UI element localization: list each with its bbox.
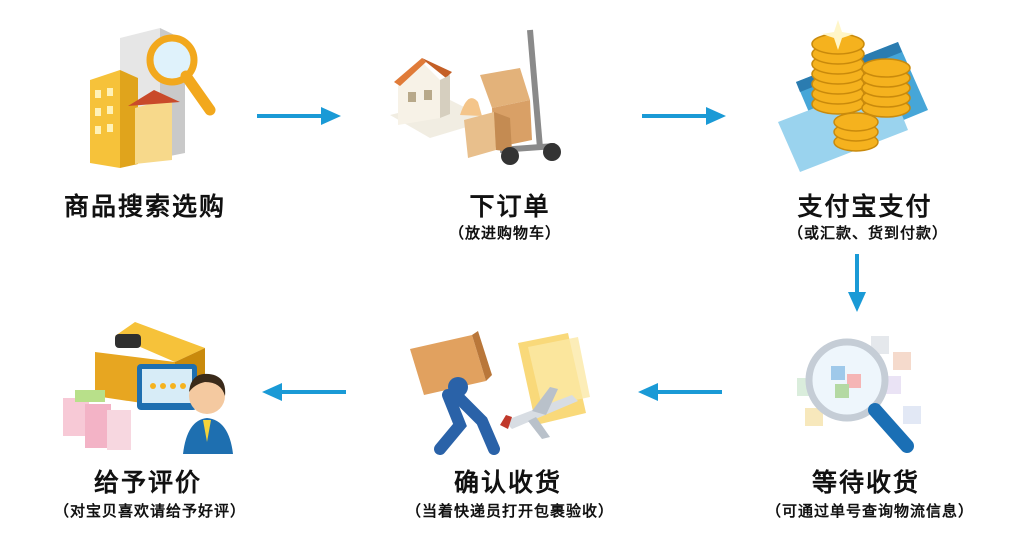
coins-bank-card-icon (778, 20, 928, 172)
step-4-title: 等待收货 (811, 468, 921, 497)
step-1-title: 商品搜索选购 (63, 192, 227, 221)
arrow-right-2 (642, 107, 726, 125)
house-hand-truck-icon (390, 29, 561, 165)
step-6-subtitle: （对宝贝喜欢请给予好评） (53, 502, 247, 520)
step-3-subtitle: （或汇款、货到付款） (787, 224, 949, 242)
step-2-title: 下订单 (469, 192, 551, 221)
arrow-right-1 (257, 107, 341, 125)
step-4-subtitle: （可通过单号查询物流信息） (765, 502, 975, 520)
step-3-title: 支付宝支付 (797, 192, 933, 221)
arrow-down (848, 254, 866, 312)
arrow-left-2 (262, 383, 346, 401)
gifts-customer-service-icon (63, 322, 233, 454)
arrow-left-1 (638, 383, 722, 401)
step-5-subtitle: （当着快递员打开包裹验收） (405, 502, 615, 520)
step-6-title: 给予评价 (93, 468, 203, 497)
magnifier-cubes-icon (797, 336, 921, 453)
step-5-title: 确认收货 (453, 468, 563, 497)
step-2-subtitle: （放进购物车） (448, 224, 562, 242)
building-magnifier-icon (90, 28, 216, 168)
courier-airplane-icon (410, 331, 590, 455)
